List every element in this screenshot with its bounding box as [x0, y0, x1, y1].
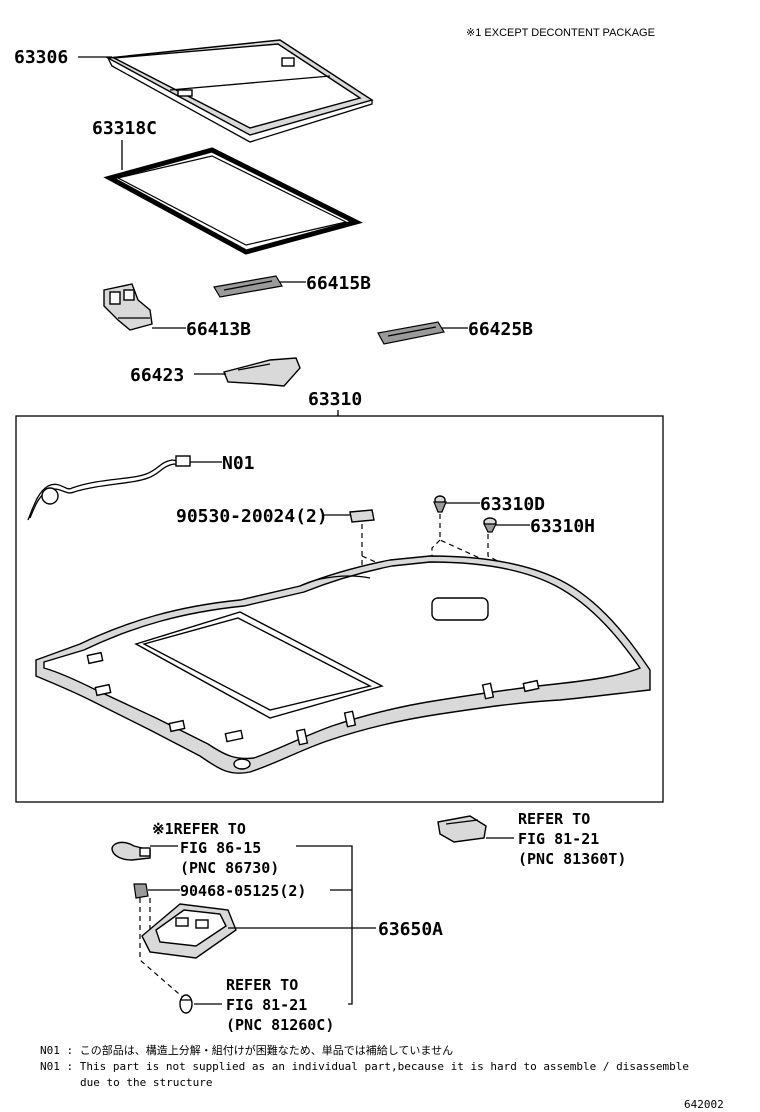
figure-id: 642002 — [684, 1098, 724, 1111]
note-jp: N01 : この部品は、構造上分解・組付けが困難なため、単品では補給していません — [40, 1043, 453, 1057]
ref3-line2: FIG 81-21 — [226, 996, 307, 1014]
header-note: ※1 EXCEPT DECONTENT PACKAGE — [466, 27, 655, 39]
ref2-line3: (PNC 81360T) — [518, 850, 626, 868]
clip-63310H — [483, 517, 497, 533]
ref1-line3: (PNC 86730) — [180, 859, 279, 877]
bulb-81260C — [179, 994, 193, 1014]
assembly-bracket — [296, 845, 353, 1005]
ref2-line2: FIG 81-21 — [518, 830, 599, 848]
ref2-line1: REFER TO — [518, 810, 590, 828]
label-63310: 63310 — [308, 389, 362, 410]
label-63310H: 63310H — [530, 516, 595, 537]
bracket-66423 — [223, 357, 301, 387]
label-90468: 90468-05125(2) — [180, 882, 306, 900]
label-66415B: 66415B — [306, 273, 371, 294]
label-63306: 63306 — [14, 47, 68, 68]
wire-harness-N01 — [27, 455, 191, 521]
label-66425B: 66425B — [468, 319, 533, 340]
note-en2: due to the structure — [80, 1076, 212, 1089]
label-90530: 90530-20024(2) — [176, 506, 328, 527]
ref3-line3: (PNC 81260C) — [226, 1016, 334, 1034]
ref1-line2: FIG 86-15 — [180, 839, 261, 857]
note-en1: N01 : This part is not supplied as an in… — [40, 1060, 689, 1073]
holder-66413B — [103, 283, 153, 331]
label-N01: N01 — [222, 453, 255, 474]
pad-90530 — [349, 509, 375, 523]
clip-63310D — [433, 495, 447, 513]
clip-90468 — [133, 883, 149, 899]
label-63318C: 63318C — [92, 118, 157, 139]
sunshade-panel-63306 — [105, 39, 374, 143]
clip-66425B — [377, 321, 445, 345]
ref1-line1: ※1REFER TO — [152, 820, 246, 838]
label-66413B: 66413B — [186, 319, 251, 340]
headliner-63310 — [35, 555, 651, 774]
lamp-81360T — [437, 815, 487, 843]
label-66423: 66423 — [130, 365, 184, 386]
console-63650A — [141, 903, 237, 959]
headliner-group-box — [15, 415, 664, 803]
label-63650A: 63650A — [378, 919, 443, 940]
clip-66415B — [213, 275, 283, 298]
lamp-86730 — [111, 841, 151, 861]
ref3-line1: REFER TO — [226, 976, 298, 994]
seal-frame-63318C — [103, 147, 363, 255]
label-63310D: 63310D — [480, 494, 545, 515]
